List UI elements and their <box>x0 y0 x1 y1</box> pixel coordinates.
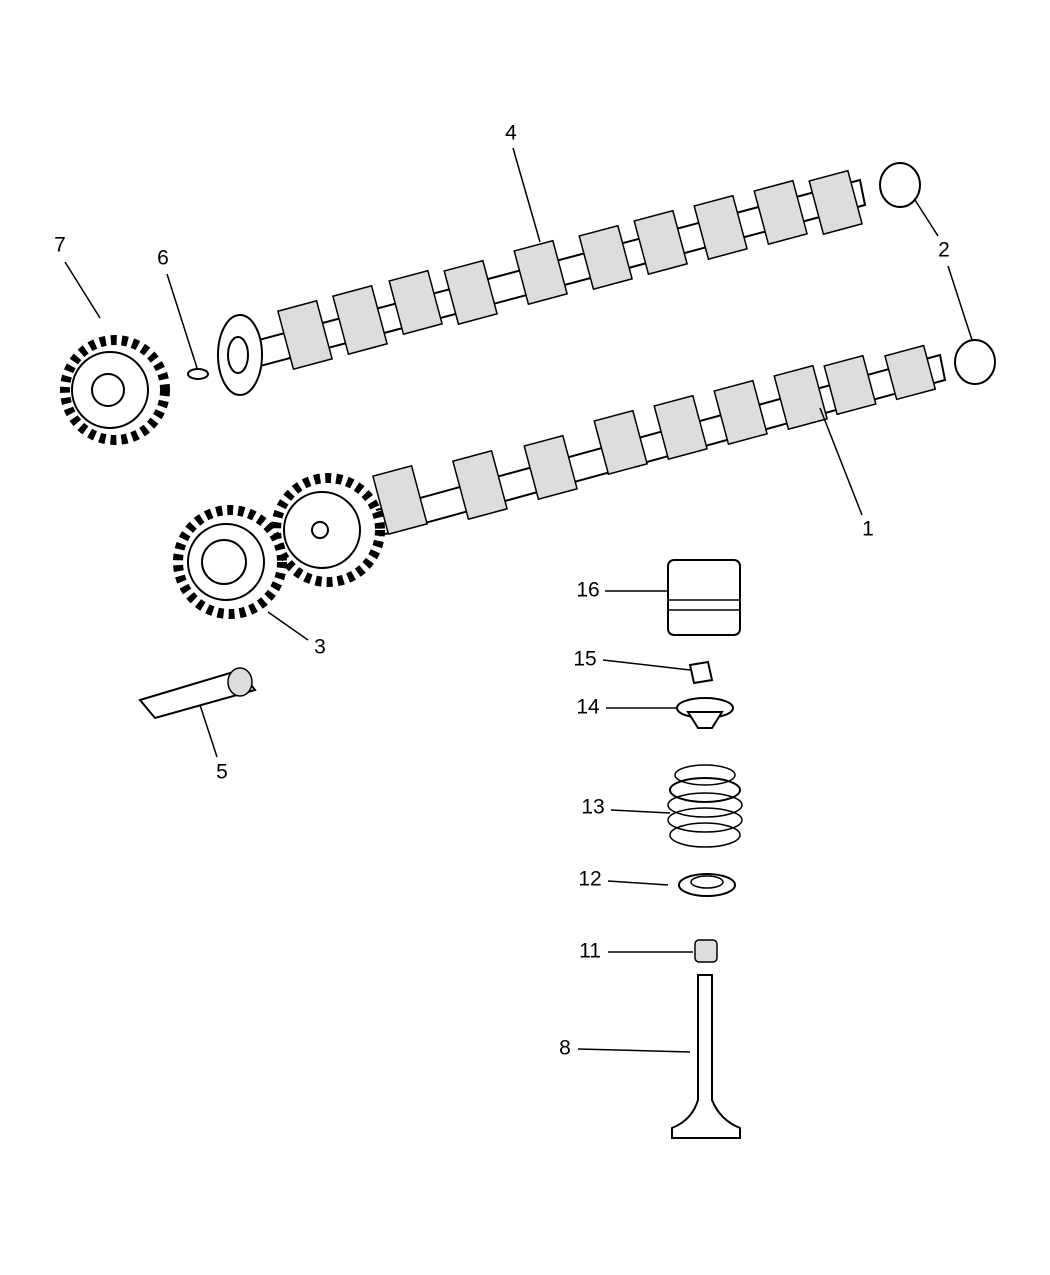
sprocket-lower <box>271 473 385 587</box>
leader-lines <box>64 147 973 1053</box>
callout-6: 6 <box>157 247 169 270</box>
callout-16: 16 <box>576 579 599 602</box>
adjuster-shaft <box>138 667 257 720</box>
callout-11: 11 <box>579 940 601 963</box>
callout-8: 8 <box>559 1037 571 1060</box>
sprocket-7 <box>60 335 170 445</box>
callout-13: 13 <box>581 796 604 819</box>
dowel-pin <box>187 368 209 380</box>
tappet <box>667 559 741 636</box>
callout-1: 1 <box>862 518 874 541</box>
callout-2: 2 <box>938 239 950 262</box>
upper-camshaft <box>217 169 867 396</box>
valve <box>671 974 741 1139</box>
spring-retainer <box>676 697 734 729</box>
valve-keeper <box>688 660 714 685</box>
callout-14: 14 <box>576 696 600 719</box>
cam-plug <box>879 162 996 385</box>
callout-15: 15 <box>573 648 596 671</box>
callout-3: 3 <box>314 636 326 659</box>
callout-5: 5 <box>216 761 228 784</box>
callout-12: 12 <box>578 868 601 891</box>
sprocket-3 <box>173 505 287 619</box>
valve-spring <box>667 764 743 848</box>
spring-seat <box>678 873 736 897</box>
callout-7: 7 <box>54 234 66 257</box>
lower-camshaft <box>338 344 947 547</box>
callout-4: 4 <box>505 122 517 145</box>
valve-seal <box>694 939 718 963</box>
